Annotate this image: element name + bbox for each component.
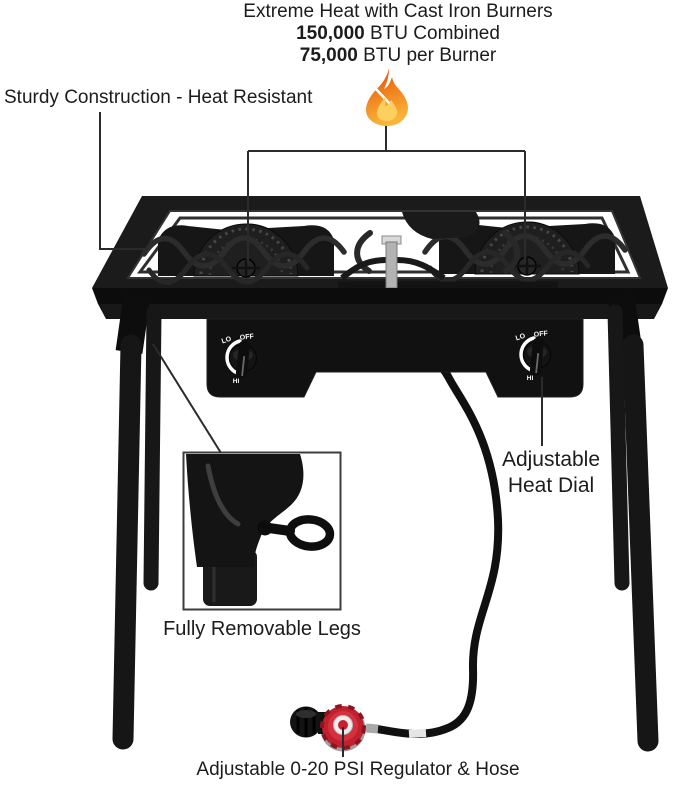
heat-dial-label: Adjustable Heat Dial — [492, 447, 610, 499]
left-dial-hi-label: HI — [233, 378, 240, 385]
flame-icon — [366, 68, 408, 126]
removable-legs-label: Fully Removable Legs — [163, 618, 361, 640]
heading-extreme-heat: Extreme Heat with Cast Iron Burners — [243, 1, 553, 22]
btu-per-burner-label: BTU per Burner — [357, 45, 497, 66]
regulator-label: Adjustable 0-20 PSI Regulator & Hose — [196, 759, 520, 780]
leg-bracket — [186, 454, 304, 567]
legs-callout-line — [152, 343, 222, 454]
right-dial-off-label: OFF — [534, 330, 549, 339]
btu-combined-line: 150,000 BTU Combined — [118, 23, 678, 45]
right-dial-lo-label: LO — [515, 333, 527, 343]
gas-valve — [338, 212, 558, 289]
btu-combined-value: 150,000 — [296, 23, 365, 44]
left-dial-lo-label: LO — [221, 336, 233, 346]
left-burner — [144, 223, 344, 282]
right-heat-dial: LO OFF HI — [515, 330, 553, 382]
construction-callout-line — [99, 112, 146, 250]
callout-lines — [99, 112, 543, 757]
hose-fitting — [365, 723, 379, 734]
burners-bracket-line — [247, 126, 526, 263]
frame-front-face — [92, 288, 668, 319]
left-heat-dial: LO OFF HI — [221, 333, 259, 385]
control-panel: LO OFF HI LO OFF HI — [206, 318, 584, 398]
hose-band — [408, 729, 427, 738]
stove-legs — [112, 294, 659, 752]
header-text-block: Extreme Heat with Cast Iron Burners 150,… — [118, 1, 678, 67]
front-left-leg — [112, 334, 142, 750]
right-dial-hi-label: HI — [527, 375, 534, 382]
btu-combined-label: BTU Combined — [364, 23, 500, 44]
btu-per-burner-line: 75,000 BTU per Burner — [118, 45, 678, 67]
left-dial-off-label: OFF — [240, 333, 255, 342]
heat-dial-label-line2: Heat Dial — [507, 474, 595, 497]
construction-label: Sturdy Construction - Heat Resistant — [4, 87, 313, 108]
heat-dial-label-line1: Adjustable — [501, 448, 601, 471]
rear-left-leg — [143, 304, 162, 591]
eye-bolt-ring — [285, 515, 335, 551]
regulator-assembly — [290, 704, 427, 752]
rear-right-leg — [607, 304, 630, 591]
leg-closeup-inset — [182, 451, 342, 611]
btu-per-burner-value: 75,000 — [299, 45, 358, 66]
front-right-leg — [622, 334, 659, 752]
